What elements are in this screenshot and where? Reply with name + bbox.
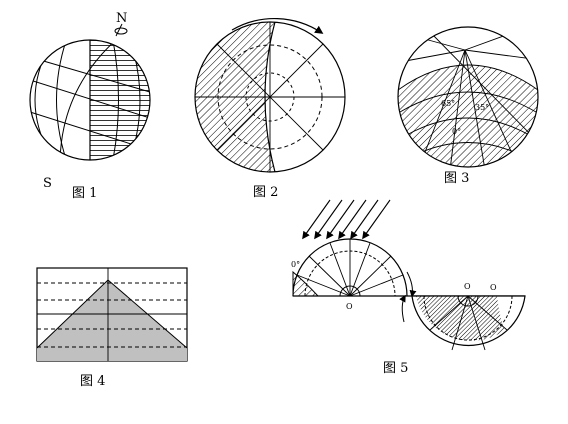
- figure-5-sun-rays: [302, 199, 391, 240]
- figure-5-origin-right: O: [490, 283, 497, 292]
- figure-3: 65° 35° 0° 图 3: [397, 26, 539, 186]
- figure-3-night-hatch: [398, 65, 538, 167]
- figure-1: N S 图 1: [29, 11, 151, 201]
- figure-3-lat-0: 0°: [452, 127, 461, 136]
- figure-3-lat-65: 65°: [441, 99, 455, 108]
- figure-3-caption: 图 3: [444, 171, 469, 186]
- figure-5-caption: 图 5: [383, 361, 408, 376]
- rotation-arrow-icon: [114, 27, 128, 35]
- figure-5: 0° O O O 图 5: [291, 199, 526, 376]
- figure-1-south-label: S: [43, 176, 52, 191]
- figure-4-gray-area: [37, 280, 187, 361]
- figure-5-left-night: [292, 270, 320, 297]
- figure-2: 图 2: [194, 17, 346, 200]
- figure-5-right-night: [416, 296, 505, 341]
- figure-1-caption: 图 1: [72, 186, 97, 201]
- figure-4: 图 4: [36, 267, 188, 389]
- figure-1-north-label: N: [116, 11, 127, 26]
- figure-5-arrow-down: [406, 271, 417, 298]
- figure-3-lat-35: 35°: [475, 103, 489, 112]
- figure-2-rotation-arrow: [231, 17, 324, 34]
- figure-5-arrow-up: [399, 294, 406, 323]
- figure-4-caption: 图 4: [80, 374, 105, 389]
- figure-1-globe-lines: [30, 40, 150, 160]
- figure-5-origin-left: O: [346, 302, 353, 311]
- figure-2-caption: 图 2: [253, 185, 278, 200]
- figure-5-angle-label: 0°: [291, 260, 300, 269]
- figure-5-origin-top: O: [464, 282, 471, 291]
